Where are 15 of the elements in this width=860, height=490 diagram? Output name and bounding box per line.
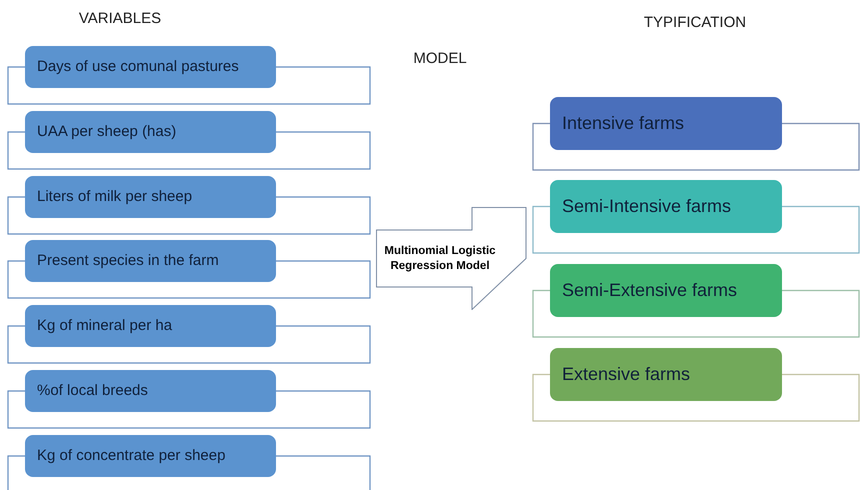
variable-box: Semi-Intensive farms [550,180,782,233]
variable-box: Days of use comunal pastures [25,46,276,88]
variable-box: Intensive farms [550,97,782,150]
variable-box: Liters of milk per sheep [25,176,276,218]
model-label: Multinomial Logistic Regression Model [383,244,497,273]
variable-box: %of local breeds [25,370,276,412]
column-heading: TYPIFICATION [644,14,746,31]
variable-box: Kg of concentrate per sheep [25,435,276,477]
variable-box: UAA per sheep (has) [25,111,276,153]
variable-box: Extensive farms [550,348,782,401]
column-heading: VARIABLES [78,10,162,27]
column-heading: MODEL [413,50,467,67]
variable-box: Semi-Extensive farms [550,264,782,317]
variable-box: Present species in the farm [25,240,276,282]
variable-box: Kg of mineral per ha [25,305,276,347]
